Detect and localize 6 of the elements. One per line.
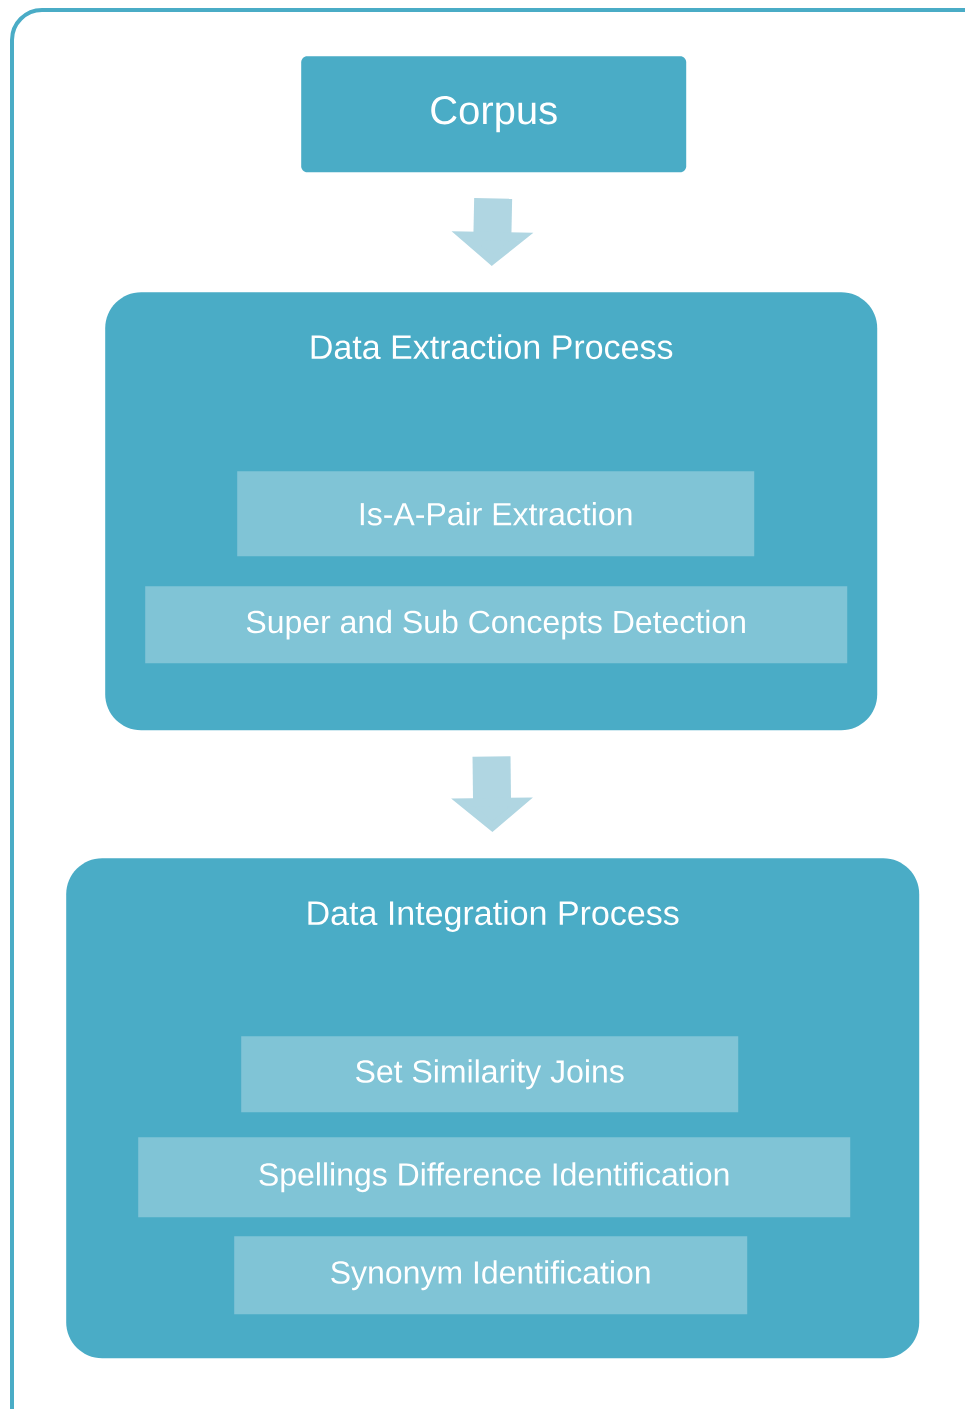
- step-box: Spellings Difference Identification: [138, 1137, 851, 1218]
- step-box: Super and Sub Concepts Detection: [145, 586, 848, 664]
- process-box: Corpus: [301, 56, 687, 173]
- step-box: Is-A-Pair Extraction: [237, 471, 755, 557]
- step-box: Synonym Identification: [234, 1236, 748, 1315]
- step-box: Set Similarity Joins: [241, 1036, 739, 1113]
